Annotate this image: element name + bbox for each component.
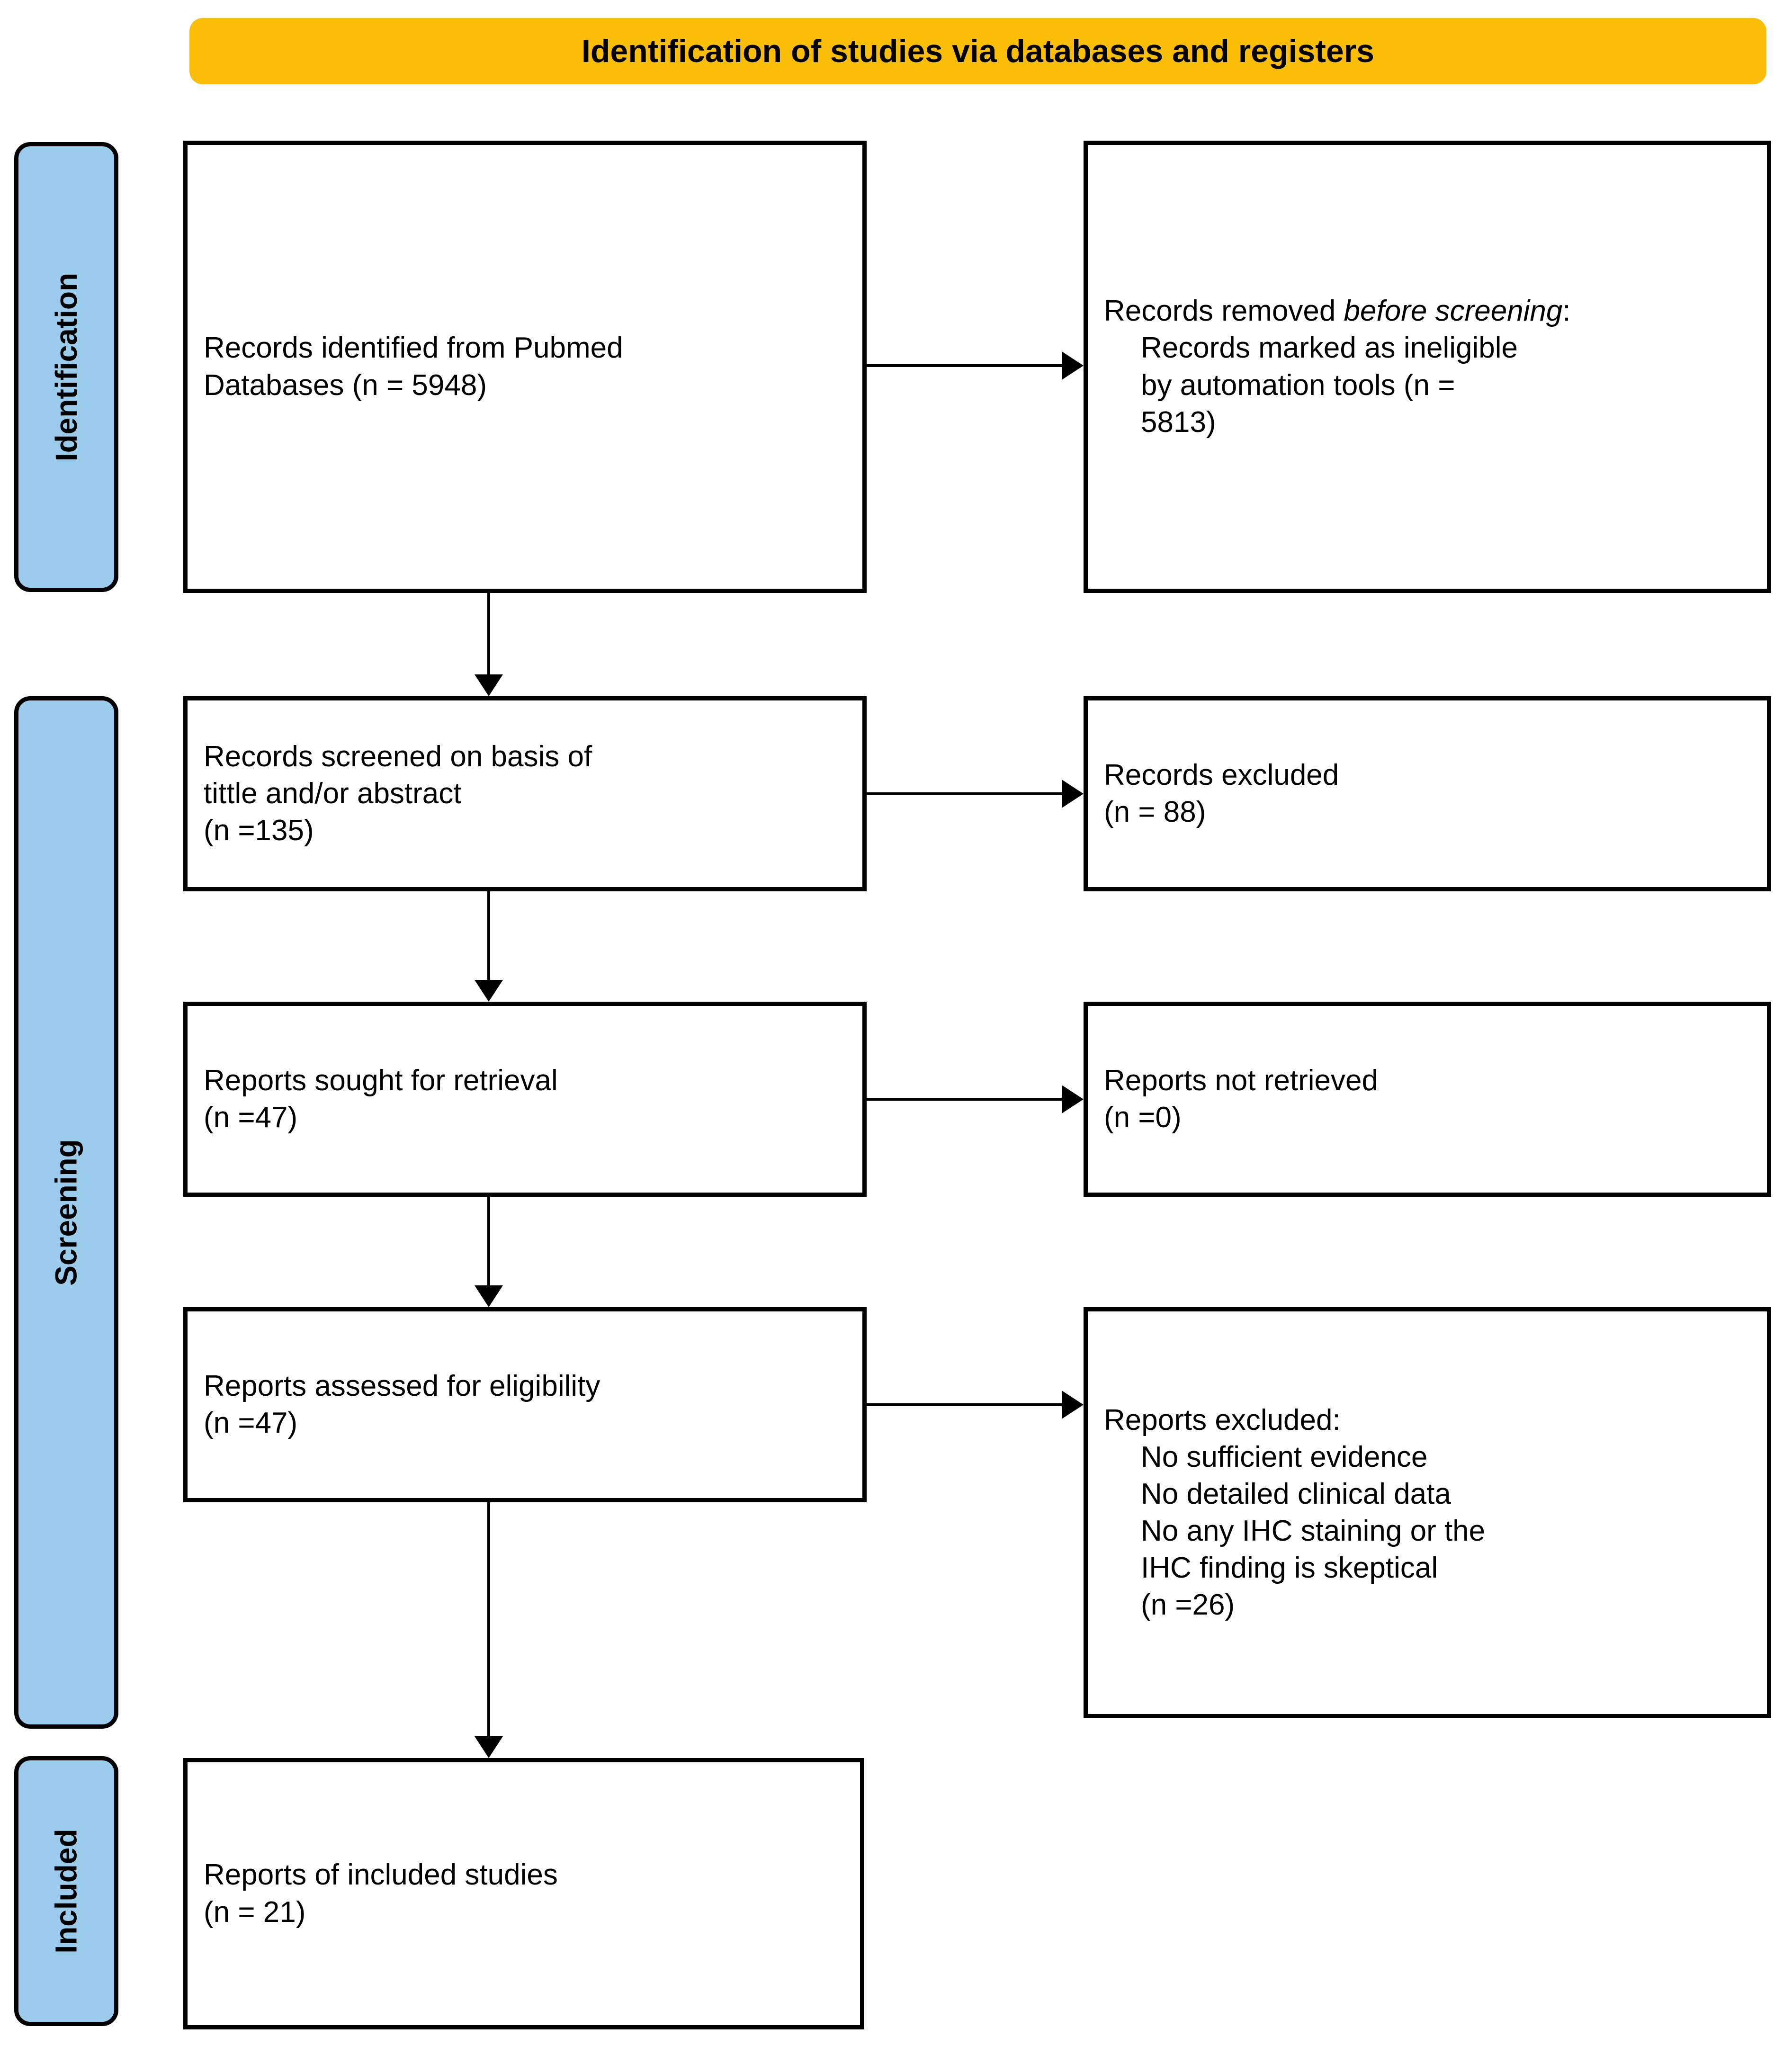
reports-not-retrieved-line2: (n =0) [1104, 1101, 1182, 1134]
arrow-line [487, 593, 490, 674]
arrow-head-right-icon [1062, 1085, 1084, 1113]
box-reports-not-retrieved: Reports not retrieved (n =0) [1084, 1002, 1771, 1197]
arrow-line [867, 1403, 1062, 1406]
box-reports-excluded: Reports excluded: No sufficient evidence… [1084, 1307, 1771, 1718]
records-identified-line2: Databases (n = 5948) [204, 368, 487, 402]
stage-label-included-text: Included [49, 1829, 83, 1954]
reports-excluded-sub2: No detailed clinical data [1141, 1477, 1451, 1510]
box-records-removed-before-screening: Records removed before screening: Record… [1084, 141, 1771, 593]
stage-label-identification: Identification [14, 142, 118, 592]
reports-included-line2: (n = 21) [204, 1895, 306, 1929]
arrow-head-right-icon [1062, 780, 1084, 808]
arrow-head-right-icon [1062, 1391, 1084, 1419]
box-records-identified: Records identified from Pubmed Databases… [183, 141, 867, 593]
reports-not-retrieved-line1: Reports not retrieved [1104, 1064, 1378, 1097]
records-screened-line3: (n =135) [204, 814, 314, 847]
stage-label-screening-text: Screening [49, 1139, 83, 1286]
diagram-title: Identification of studies via databases … [581, 33, 1375, 69]
arrow-line [487, 1502, 490, 1736]
reports-assessed-line1: Reports assessed for eligibility [204, 1369, 600, 1402]
reports-excluded-sub1: No sufficient evidence [1141, 1440, 1428, 1473]
arrow-head-down-icon [475, 674, 503, 696]
records-removed-sub2: by automation tools (n = [1141, 368, 1455, 402]
arrow-line [487, 891, 490, 980]
reports-sought-line2: (n =47) [204, 1101, 298, 1134]
arrow-line [867, 364, 1062, 367]
box-records-screened: Records screened on basis of tittle and/… [183, 696, 867, 891]
stage-label-included: Included [14, 1756, 118, 2026]
arrow-line [487, 1197, 490, 1285]
diagram-header-banner: Identification of studies via databases … [189, 18, 1766, 84]
reports-sought-line1: Reports sought for retrieval [204, 1064, 558, 1097]
box-records-excluded: Records excluded (n = 88) [1084, 696, 1771, 891]
records-removed-lead: Records removed before screening: [1104, 293, 1751, 330]
box-reports-of-included-studies: Reports of included studies (n = 21) [183, 1758, 864, 2029]
records-excluded-line2: (n = 88) [1104, 796, 1206, 828]
records-removed-sub1: Records marked as ineligible [1141, 332, 1518, 365]
reports-assessed-line2: (n =47) [204, 1407, 298, 1439]
arrow-line [867, 1098, 1062, 1101]
arrow-head-down-icon [475, 980, 503, 1002]
reports-excluded-line1: Reports excluded: [1104, 1403, 1341, 1436]
box-reports-assessed-for-eligibility: Reports assessed for eligibility (n =47) [183, 1307, 867, 1502]
records-excluded-line1: Records excluded [1104, 758, 1339, 791]
stage-label-screening: Screening [14, 696, 118, 1729]
reports-excluded-sub3: No any IHC staining or the [1141, 1515, 1486, 1547]
reports-excluded-sub5: (n =26) [1141, 1588, 1235, 1622]
records-removed-sub3: 5813) [1141, 405, 1216, 439]
records-removed-lead-suffix: : [1562, 295, 1571, 328]
reports-excluded-sub4: IHC finding is skeptical [1141, 1552, 1438, 1585]
arrow-line [867, 792, 1062, 795]
stage-label-identification-text: Identification [49, 272, 83, 462]
arrow-head-right-icon [1062, 351, 1084, 380]
records-removed-lead-prefix: Records removed [1104, 295, 1344, 328]
reports-included-line1: Reports of included studies [204, 1858, 558, 1892]
box-reports-sought-for-retrieval: Reports sought for retrieval (n =47) [183, 1002, 867, 1197]
records-screened-line2: tittle and/or abstract [204, 777, 462, 810]
arrow-head-down-icon [475, 1285, 503, 1307]
records-removed-lead-italic: before screening [1344, 295, 1563, 328]
records-screened-line1: Records screened on basis of [204, 740, 592, 773]
records-identified-line1: Records identified from Pubmed [204, 332, 623, 365]
arrow-head-down-icon [475, 1736, 503, 1758]
